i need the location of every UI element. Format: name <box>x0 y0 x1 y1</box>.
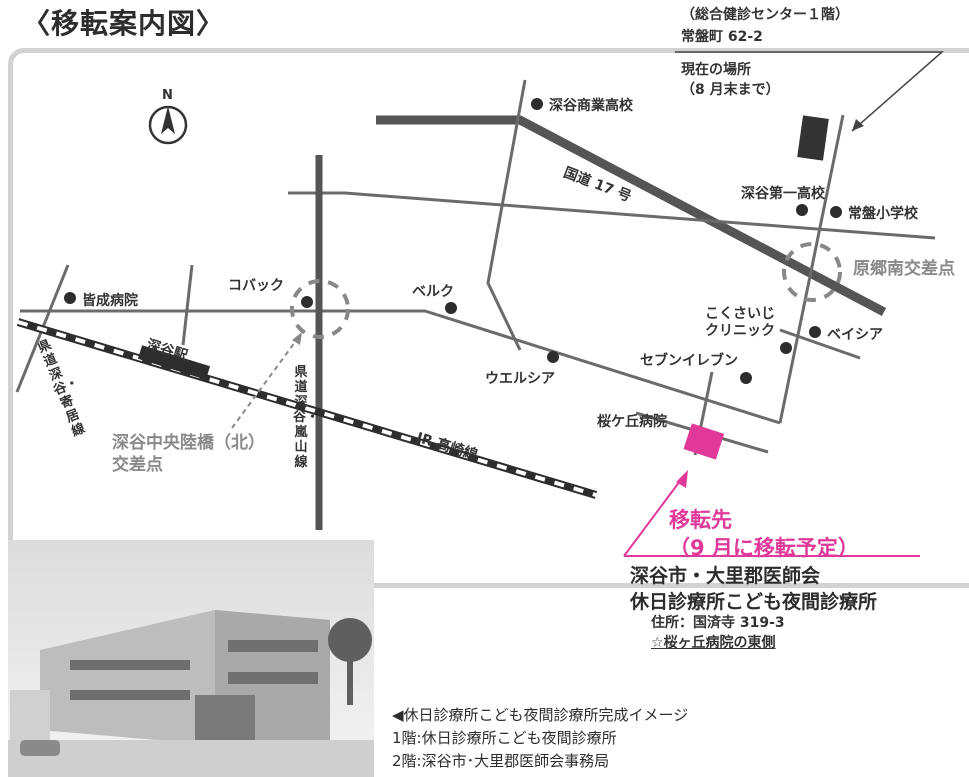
label-tokiwa-elementary: 常盤小学校 <box>848 206 918 222</box>
destination-label-main: 移転先 <box>669 508 732 532</box>
clinic-address: 住所：国済寺 319-3 ☆桜ヶ丘病院の東側 <box>651 613 785 653</box>
label-sakuragaoka: 桜ケ丘病院 <box>597 414 667 430</box>
route-17-road <box>376 115 887 316</box>
beisia-road <box>779 328 861 360</box>
label-beruku: ベルク <box>412 284 454 300</box>
north-south-road <box>486 79 527 351</box>
clinic-address-note: ☆桜ヶ丘病院の東側 <box>651 635 776 651</box>
caption-line2: 1階:休日診療所こども夜間診療所 <box>392 729 617 747</box>
current-place-line1: 現在の場所 <box>681 62 751 78</box>
label-minasei: 皆成病院 <box>82 293 138 309</box>
label-kobakku: コバック <box>228 278 284 294</box>
label-seven-eleven: セブンイレブン <box>640 353 738 369</box>
label-crossing-2: 交差点 <box>112 455 163 475</box>
label-kokusai-1: こくさいじ <box>705 306 775 322</box>
fukaya-station-block <box>137 345 211 380</box>
current-address: （総合健診センター１階） 常盤町 62-2 <box>681 4 849 48</box>
clinic-name: 深谷市・大里郡医師会 休日診療所こども夜間診療所 <box>630 563 877 615</box>
pointer-arrowhead <box>852 119 864 131</box>
page-title: 〈移転案内図〉 <box>22 7 226 40</box>
caption-line3: 2階:深谷市･大里郡医師会事務局 <box>392 752 610 770</box>
current-place-label: 現在の場所 （8 月末まで） <box>681 60 780 100</box>
label-pref-road-ranzan: 県道深谷・嵐山線 <box>293 365 320 470</box>
main-west-road <box>20 309 781 425</box>
destination-pointer <box>623 476 684 557</box>
label-fukaya-daiichi: 深谷第一高校 <box>741 186 825 202</box>
dot-beisia <box>809 326 821 338</box>
clinic-org1: 深谷市・大里郡医師会 <box>630 565 821 587</box>
dot-minasei <box>64 292 76 304</box>
dot-tokiwa-elementary <box>830 206 842 218</box>
station-road <box>181 264 194 346</box>
crossing-pointer <box>231 337 299 429</box>
harago-crossing-circle <box>782 242 842 302</box>
dot-kobakku <box>301 296 313 308</box>
label-beisia: ベイシア <box>827 327 883 343</box>
current-location-building <box>797 115 829 161</box>
label-crossing-1: 深谷中央陸橋（北） <box>112 433 265 453</box>
current-place-line2: （8 月末まで） <box>681 82 780 98</box>
dot-uelsia <box>547 351 559 363</box>
building-photo <box>8 540 374 777</box>
label-uelsia: ウエルシア <box>485 371 555 387</box>
dot-seven-eleven <box>740 372 752 384</box>
label-harago-minami: 原郷南交差点 <box>853 259 955 279</box>
label-crossing: 深谷中央陸橋（北） 交差点 <box>112 432 265 476</box>
east-road <box>778 114 845 424</box>
destination-building <box>683 423 725 460</box>
dot-fukaya-daiichi <box>796 204 808 216</box>
jr-line-dash <box>17 320 597 497</box>
label-kokusai-2: クリニック <box>705 323 775 339</box>
dot-beruku <box>445 302 457 314</box>
current-building: （総合健診センター１階） <box>681 7 849 23</box>
compass-letter: N <box>162 88 173 103</box>
label-fukaya-commercial: 深谷商業高校 <box>549 98 633 114</box>
crossing-arrowhead <box>292 332 302 345</box>
caption-line1: ◀休日診療所こども夜間診療所完成イメージ <box>392 706 689 724</box>
top-road <box>288 191 936 240</box>
destination-arrowhead <box>676 470 688 488</box>
compass-icon <box>148 105 188 145</box>
destination-label: 移転先 （9 月に移転予定） <box>669 506 859 562</box>
clinic-org2: 休日診療所こども夜間診療所 <box>630 591 878 613</box>
dot-kokusai <box>780 342 792 354</box>
current-location-pointer <box>675 51 944 132</box>
map-frame <box>8 48 969 588</box>
label-kokusai-clinic: こくさいじ クリニック <box>705 306 775 340</box>
current-street: 常盤町 62-2 <box>681 29 763 45</box>
kobakku-crossing-circle <box>290 279 350 339</box>
clinic-address-line: 住所：国済寺 319-3 <box>651 615 785 631</box>
dot-fukaya-commercial <box>531 98 543 110</box>
destination-label-note: （9 月に移転予定） <box>669 536 859 560</box>
photo-caption: ◀休日診療所こども夜間診療所完成イメージ 1階:休日診療所こども夜間診療所 2階… <box>392 704 688 773</box>
